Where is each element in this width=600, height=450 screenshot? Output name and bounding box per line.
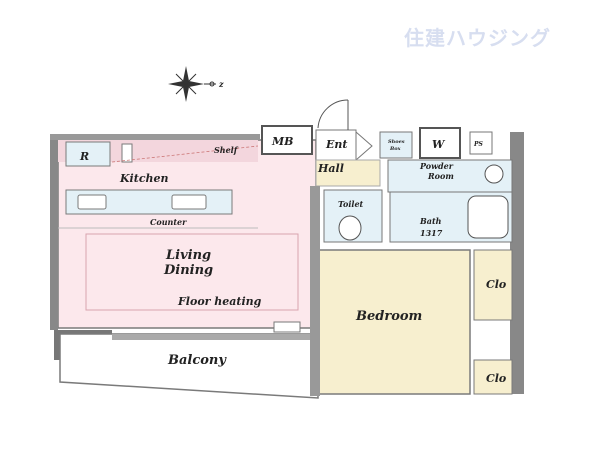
shoe-box-label-1: Shoes (388, 139, 405, 145)
closet-upper-label: Clo (486, 278, 506, 291)
bath-label-2: 1317 (420, 228, 443, 238)
dining-label: Dining (163, 263, 213, 278)
meter-box-label: MB (271, 135, 293, 148)
balcony-label: Balcony (167, 353, 227, 368)
floor-heating-area (85, 233, 299, 311)
counter-label: Counter (150, 217, 187, 227)
pipe-space (469, 131, 493, 155)
entrance-label: Ent (325, 138, 347, 151)
powder-label-1: Powder (419, 161, 454, 171)
hall (315, 159, 381, 187)
powder-label-2: Room (427, 171, 454, 181)
washer-space (419, 127, 461, 159)
closet-lower-label: Clo (486, 372, 506, 385)
shelf-label: Shelf (214, 145, 239, 155)
living-label: Living (165, 248, 211, 263)
compass-north-label: z (218, 79, 224, 89)
bath-label-1: Bath (419, 216, 442, 226)
compass-icon: z (168, 66, 224, 102)
closet-lower (473, 359, 513, 395)
refrigerator-label: R (79, 150, 89, 163)
kitchen-label: Kitchen (119, 172, 169, 185)
toilet-label: Toilet (338, 199, 364, 209)
pipe-space-label: PS (473, 141, 484, 148)
floor-heating-label: Floor heating (177, 295, 262, 308)
closet-upper (473, 249, 513, 321)
brand-logo: 住建ハウジング (404, 26, 551, 50)
refrigerator (65, 141, 111, 167)
meter-box (261, 125, 313, 155)
entrance (315, 129, 357, 161)
shoe-box-label-2: Box (389, 146, 402, 152)
shoe-box (379, 131, 413, 159)
bedroom (317, 249, 471, 395)
washer-label: W (432, 138, 446, 151)
bedroom-label: Bedroom (355, 309, 422, 324)
hall-label: Hall (317, 162, 344, 175)
